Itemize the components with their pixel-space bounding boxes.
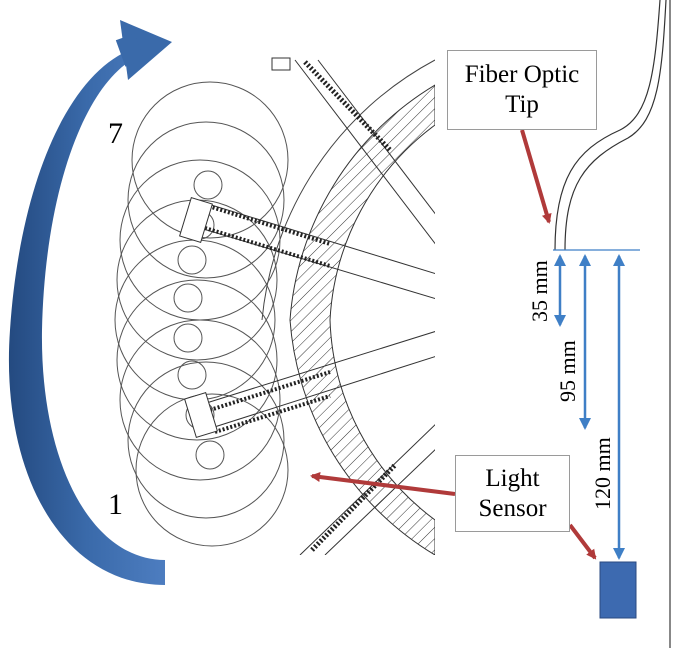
fiber-optic-tip-callout: Fiber Optic Tip: [447, 50, 597, 130]
light-sensor-block: [599, 561, 637, 619]
light-sensor-callout: Light Sensor: [455, 455, 570, 532]
dim-label-35: 35 mm: [527, 260, 552, 322]
light-sensor-line2: Sensor: [478, 494, 547, 522]
hatched-guide: [289, 84, 435, 555]
top-bolts: [271, 57, 435, 245]
sensor-pointer-arrow-right: [568, 523, 597, 560]
rotation-end-label: 1: [108, 488, 123, 521]
rotation-start-label: 7: [108, 117, 123, 150]
fiber-optic-cable: [554, 0, 667, 251]
mechanism-drawing: [114, 57, 435, 555]
bottom-bolts: [299, 424, 435, 555]
lower-rod: [184, 331, 435, 438]
upper-rod: [179, 197, 435, 300]
dim-label-120: 120 mm: [590, 437, 615, 510]
fiber-optic-tip-line1: Fiber Optic: [464, 61, 580, 88]
sensor-pointer-arrow-left: [310, 472, 456, 496]
light-sensor-line1: Light: [485, 464, 540, 492]
rotation-position-circles: [114, 81, 289, 547]
dim-label-95: 95 mm: [555, 340, 580, 402]
fiber-tip-pointer-arrow: [520, 129, 552, 224]
rotation-arrow: [8, 20, 172, 585]
fiber-optic-tip-line2: Tip: [505, 91, 539, 118]
